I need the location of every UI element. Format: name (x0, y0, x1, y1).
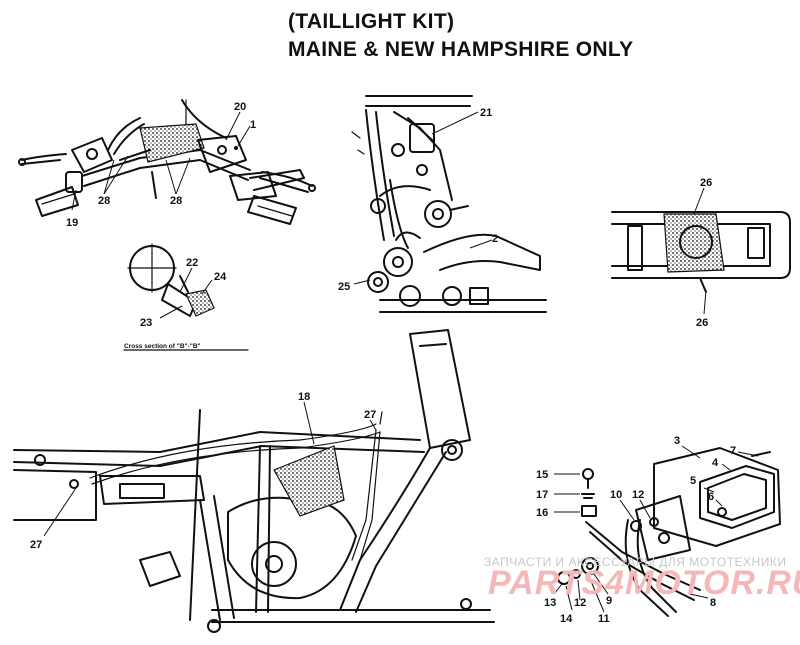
side-view-pulley (383, 247, 413, 277)
callout-26-bottom: 26 (696, 317, 708, 329)
callout-8: 8 (710, 597, 716, 609)
callout-18: 18 (298, 391, 310, 403)
cross-section-caption: Cross section of "B"-"B" (124, 343, 201, 350)
frame-callouts: 18 27 27 (30, 391, 376, 551)
callout-26-top: 26 (700, 177, 712, 189)
main-frame-view (13, 329, 495, 633)
rail-2 (423, 233, 541, 271)
callout-14: 14 (560, 613, 573, 625)
left-grip (35, 186, 79, 217)
frame-tube (365, 109, 385, 241)
callout-15: 15 (536, 469, 548, 481)
bolt-15 (582, 468, 594, 480)
callout-12-top: 12 (632, 489, 644, 501)
clamp-16 (581, 505, 597, 517)
callout-27-top: 27 (364, 409, 376, 421)
taillight-stay (624, 519, 669, 617)
fuel-hose-18 (273, 445, 345, 517)
callout-7: 7 (730, 445, 736, 457)
throttle-housing (229, 171, 277, 201)
side-view-detail (351, 95, 547, 313)
down-tube (339, 447, 431, 611)
callout-17: 17 (536, 489, 548, 501)
taillight-callouts: 3 7 4 5 6 15 17 16 10 12 8 13 12 9 14 11 (536, 435, 736, 625)
callout-16: 16 (536, 507, 548, 519)
callout-2: 2 (492, 233, 498, 245)
diagram-title-line1: (TAILLIGHT KIT) (288, 10, 455, 33)
callout-4: 4 (712, 457, 719, 469)
left-switch (65, 171, 83, 193)
handlebar-callouts: 20 1 19 28 28 (66, 101, 256, 229)
callout-11: 11 (598, 613, 610, 625)
upper-frame-rail (13, 431, 421, 453)
callout-28-left: 28 (98, 195, 110, 207)
callout-19: 19 (66, 217, 78, 229)
engine-outline (227, 496, 357, 600)
callout-6: 6 (708, 491, 714, 503)
callout-13: 13 (544, 597, 556, 609)
bracket-21 (409, 123, 435, 153)
steering-head (409, 329, 471, 449)
callout-22: 22 (186, 257, 198, 269)
callout-24: 24 (214, 271, 227, 283)
rear-frame (611, 211, 791, 279)
nut-13 (557, 571, 571, 585)
callout-21: 21 (480, 107, 492, 119)
callout-23: 23 (140, 317, 152, 329)
rear-view-detail: 26 26 (611, 177, 791, 329)
callout-25: 25 (338, 281, 350, 293)
right-grip (247, 195, 297, 225)
right-cable (181, 99, 227, 139)
callout-12-bottom: 12 (574, 597, 586, 609)
rear-bracket (663, 213, 725, 273)
callout-27-left: 27 (30, 539, 42, 551)
callout-3: 3 (674, 435, 680, 447)
watermark: ЗАПЧАСТИ И АКСЕССУАРЫ ДЛЯ МОТОТЕХНИКИ PA… (484, 555, 800, 602)
callout-9: 9 (606, 595, 612, 607)
clutch-lever (21, 153, 67, 161)
handlebar-clamp (139, 123, 205, 163)
wiring-harness (89, 423, 377, 479)
callout-20: 20 (234, 101, 246, 113)
callout-1: 1 (250, 119, 256, 131)
handlebar-assembly (18, 99, 316, 225)
callout-28-right: 28 (170, 195, 182, 207)
cross-section-detail: 22 24 23 Cross section of "B"-"B" (123, 243, 249, 351)
taillight-exploded-view (553, 445, 781, 617)
watermark-logo: PARTS4MOTOR.RU (488, 564, 800, 602)
brake-lever (261, 171, 313, 187)
diagram-title-line2: MAINE & NEW HAMPSHIRE ONLY (288, 38, 634, 61)
taillight-housing (653, 447, 781, 547)
watermark-tagline: ЗАПЧАСТИ И АКСЕССУАРЫ ДЛЯ МОТОТЕХНИКИ (484, 555, 786, 569)
callout-10: 10 (610, 489, 622, 501)
mount-arm (585, 521, 701, 591)
left-cable (107, 117, 141, 151)
taillight-bracket (635, 495, 691, 561)
callout-5: 5 (690, 475, 696, 487)
side-view-callouts: 21 2 25 (338, 107, 498, 293)
